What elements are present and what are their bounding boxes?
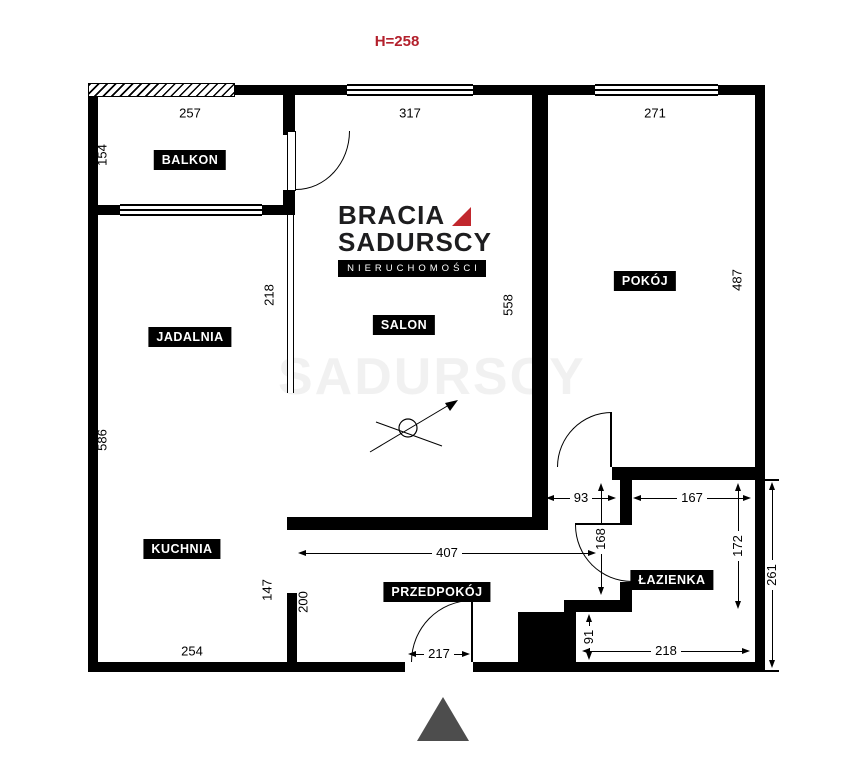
balcony-door-arc [296, 131, 350, 190]
salon-window [347, 84, 473, 96]
compass-icon [368, 392, 460, 458]
dimension-corridor-height: 168 [593, 482, 608, 595]
wall [532, 85, 548, 530]
dimension-kuchnia-wall: 147 [259, 579, 275, 601]
balcony-window [120, 204, 262, 216]
wall [718, 85, 765, 95]
dimension-lazienka-right-height: 172 [730, 482, 745, 609]
wall [262, 205, 295, 215]
wall [473, 85, 532, 95]
wall [473, 662, 765, 672]
bathroom-door-leaf [575, 523, 632, 525]
pokoj-window [595, 84, 718, 96]
wall [293, 85, 347, 95]
door-jamb [287, 593, 297, 595]
agency-logo: BRACIA SADURSCY NIERUCHOMOŚCI [338, 200, 492, 278]
room-label-przedpokoj: PRZEDPOKÓJ [383, 582, 491, 602]
ceiling-height-label: H=258 [374, 33, 420, 50]
wall [287, 517, 548, 530]
dimension-pokoj-height: 487 [729, 269, 745, 291]
wall [564, 600, 632, 612]
wall [564, 600, 576, 672]
entrance-door-leaf [471, 600, 473, 662]
wall [612, 467, 765, 480]
room-label-balkon: BALKON [153, 150, 227, 170]
wall [755, 85, 765, 672]
witness-line [765, 670, 779, 672]
pokoj-door-arc [557, 412, 612, 467]
dimension-kuchnia-width: 254 [181, 643, 203, 659]
north-arrow-icon [417, 697, 469, 741]
dimension-lazienka-width: 167 [633, 491, 752, 505]
logo-tagline: NIERUCHOMOŚCI [338, 260, 486, 278]
dimension-salon-height: 558 [500, 294, 516, 316]
dimension-przedpokoj-left: 200 [295, 591, 311, 613]
balcony-door-leaf [287, 131, 296, 191]
balcony-hatched-wall [88, 83, 235, 97]
dimension-przedpokoj-width: 407 [298, 546, 597, 560]
door-jamb [287, 528, 297, 530]
wall [88, 662, 405, 672]
dimension-partition: 218 [261, 284, 277, 306]
partition-wall [287, 215, 294, 393]
wall [88, 85, 98, 672]
dimension-corridor-width: 93 [546, 491, 616, 505]
wall-pillar [518, 612, 564, 662]
room-label-salon: SALON [372, 315, 436, 335]
wall [287, 595, 297, 672]
wall [283, 85, 295, 135]
dimension-right-section-height: 261 [764, 481, 779, 668]
dimension-entrance-width: 217 [408, 647, 471, 661]
logo-text-bottom: SADURSCY [338, 226, 492, 257]
dimension-balkon-width: 257 [179, 105, 201, 121]
dimension-salon-width: 317 [399, 105, 421, 121]
room-label-lazienka: ŁAZIENKA [630, 570, 714, 590]
dimension-pokoj-width: 271 [644, 105, 666, 121]
room-label-pokoj: POKÓJ [613, 271, 677, 291]
logo-text-top: BRACIA [338, 200, 446, 230]
wall [88, 205, 120, 215]
dimension-left-height: 586 [94, 429, 110, 451]
wall [620, 480, 632, 525]
dimension-balkon-depth: 154 [94, 144, 110, 166]
wall [548, 85, 595, 95]
witness-line [765, 479, 779, 481]
room-label-kuchnia: KUCHNIA [143, 539, 221, 559]
room-label-jadalnia: JADALNIA [148, 327, 232, 347]
logo-triangle-icon [452, 206, 472, 226]
dimension-lazienka-lower-width: 218 [582, 644, 751, 658]
wall [235, 85, 293, 95]
